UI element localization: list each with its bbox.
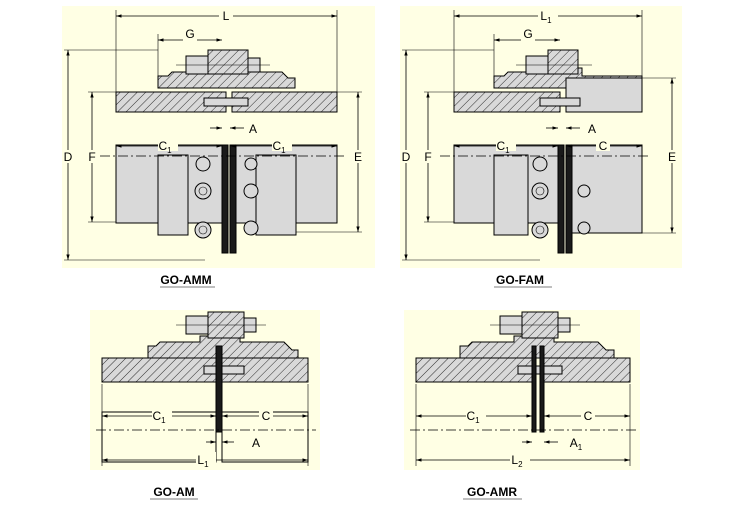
label-f: F [424, 150, 431, 164]
diagram-go-amr: C1 C A1 L2 GO-AMR [404, 310, 640, 500]
label-c1-right: C1 [272, 139, 286, 155]
label-c1: C1 [152, 409, 166, 425]
caption-go-amr: GO-AMR [467, 485, 517, 499]
label-e: E [354, 150, 362, 164]
label-d: D [64, 150, 73, 164]
flange-plate-left [531, 345, 537, 433]
label-l1: L1 [197, 453, 209, 469]
caption-go-fam: GO-FAM [496, 273, 544, 287]
caption-go-amm: GO-AMM [160, 273, 211, 287]
label-a: A [249, 122, 257, 136]
label-l: L [223, 9, 230, 23]
caption-go-am: GO-AM [153, 485, 194, 499]
label-c1: C1 [496, 139, 510, 155]
label-l2: L2 [511, 453, 523, 469]
label-c1: C1 [466, 409, 480, 425]
face-bolts [194, 156, 259, 239]
flange-plate-right [565, 144, 573, 254]
label-c: C [584, 409, 593, 423]
diagram-go-fam: L1 G A C1 C [400, 6, 682, 288]
label-l1: L1 [540, 9, 552, 25]
face-bolts [531, 156, 591, 239]
label-g: G [523, 27, 532, 41]
flange-plate-left [557, 144, 565, 254]
hub-right [565, 77, 643, 113]
flange-plate-left [221, 144, 229, 254]
hub-left [101, 357, 217, 383]
bolt-flange [547, 49, 579, 75]
diagram-go-am: C1 C A L1 GO-AM [90, 310, 320, 500]
hub-right-lower [565, 144, 643, 234]
label-a1: A1 [570, 436, 583, 452]
diagram-go-amm: L G [62, 6, 375, 288]
bolt-flange [207, 49, 249, 75]
label-e: E [668, 150, 676, 164]
label-c: C [599, 139, 608, 153]
flange-plate [215, 345, 223, 433]
flange-plate-right [229, 144, 237, 254]
label-a: A [588, 122, 596, 136]
flange-plate-right [539, 345, 545, 433]
hub-left [415, 357, 533, 383]
label-c: C [262, 409, 271, 423]
label-f: F [88, 150, 95, 164]
label-c1-left: C1 [158, 139, 172, 155]
label-d: D [402, 150, 411, 164]
panel-go-amm [62, 6, 375, 268]
label-a: A [252, 436, 260, 450]
label-g: G [185, 27, 194, 41]
